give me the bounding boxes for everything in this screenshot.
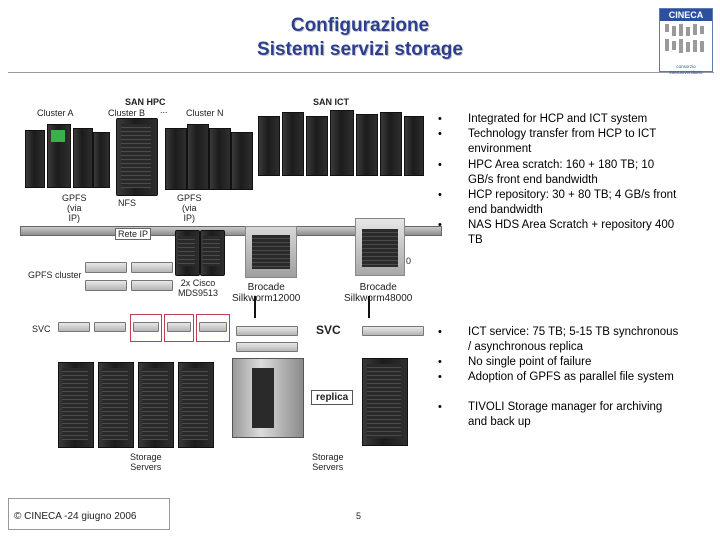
page-number: 5: [356, 511, 362, 521]
bullets-top: •Integrated for HCP and ICT system •Tech…: [438, 113, 677, 246]
footer-copyright: © CINECA -24 giugno 2006: [14, 511, 137, 522]
svc-right-label: SVC: [316, 323, 341, 337]
gpfs-via-ip-right-label: GPFS (via IP): [177, 193, 202, 223]
rete-ip-bar: [20, 226, 442, 236]
cluster-n-label: Cluster N: [186, 108, 224, 118]
cluster-b-label: Cluster B: [108, 108, 146, 118]
tape-library: [232, 358, 304, 438]
zero-label: 0: [406, 256, 412, 266]
cluster-a-label: Cluster A: [37, 108, 74, 118]
logo-grid-icon: [665, 24, 704, 53]
logo-subtitle: consorzio interuniversitario: [669, 64, 703, 75]
svc-right-node-b: [362, 326, 424, 336]
storage-servers-right-label: Storage Servers: [312, 452, 344, 472]
cluster-n-machines: [165, 122, 255, 192]
slide-title-line1: Configurazione: [290, 15, 430, 36]
rete-ip-label: Rete IP: [115, 228, 152, 240]
svc-left-nodes: [58, 314, 230, 344]
cisco-label: 2x Cisco MDS9513: [178, 278, 219, 298]
logo-text: CINECA: [660, 9, 712, 21]
cisco-switches: [175, 230, 225, 276]
storage-servers-right: [362, 356, 410, 446]
bullets-bottom: •ICT service: 75 TB; 5-15 TB synchronous…: [438, 326, 679, 428]
storage-servers-left-label: Storage Servers: [130, 452, 162, 472]
svc-right-node-a: [236, 326, 298, 336]
cluster-a-machines: [25, 122, 110, 190]
arrow-brocade-right-down: [368, 296, 370, 318]
arrow-brocade-left-down: [254, 296, 256, 318]
nfs-label: NFS: [118, 198, 136, 208]
gpfs-via-ip-left-label: GPFS (via IP): [62, 193, 87, 223]
cluster-ellipsis: ...: [160, 105, 168, 115]
svc-left-label: SVC: [32, 324, 51, 334]
replica-label: replica: [311, 390, 354, 405]
brocade-48000-switch: [355, 218, 405, 276]
title-divider: [8, 72, 714, 73]
ict-cluster-machines: [258, 108, 424, 178]
brocade-12000-switch: [245, 226, 297, 278]
brocade-left-label: Brocade Silkworm12000: [232, 282, 301, 304]
san-ict-label: SAN ICT: [313, 97, 349, 107]
storage-servers-left: [58, 358, 234, 448]
gpfs-cluster-servers: [85, 262, 177, 292]
gpfs-cluster-label: GPFS cluster: [28, 270, 82, 280]
san-hpc-label: SAN HPC: [125, 97, 166, 107]
cineca-logo: CINECA consorzio interuniversitario: [659, 8, 713, 75]
footer-box: [8, 498, 170, 530]
slide-title-line2: Sistemi servizi storage: [257, 39, 463, 60]
cluster-b-machines: [116, 118, 158, 196]
brocade-right-label: Brocade Silkworm48000: [344, 282, 413, 304]
svc-right-node-c: [236, 342, 298, 352]
